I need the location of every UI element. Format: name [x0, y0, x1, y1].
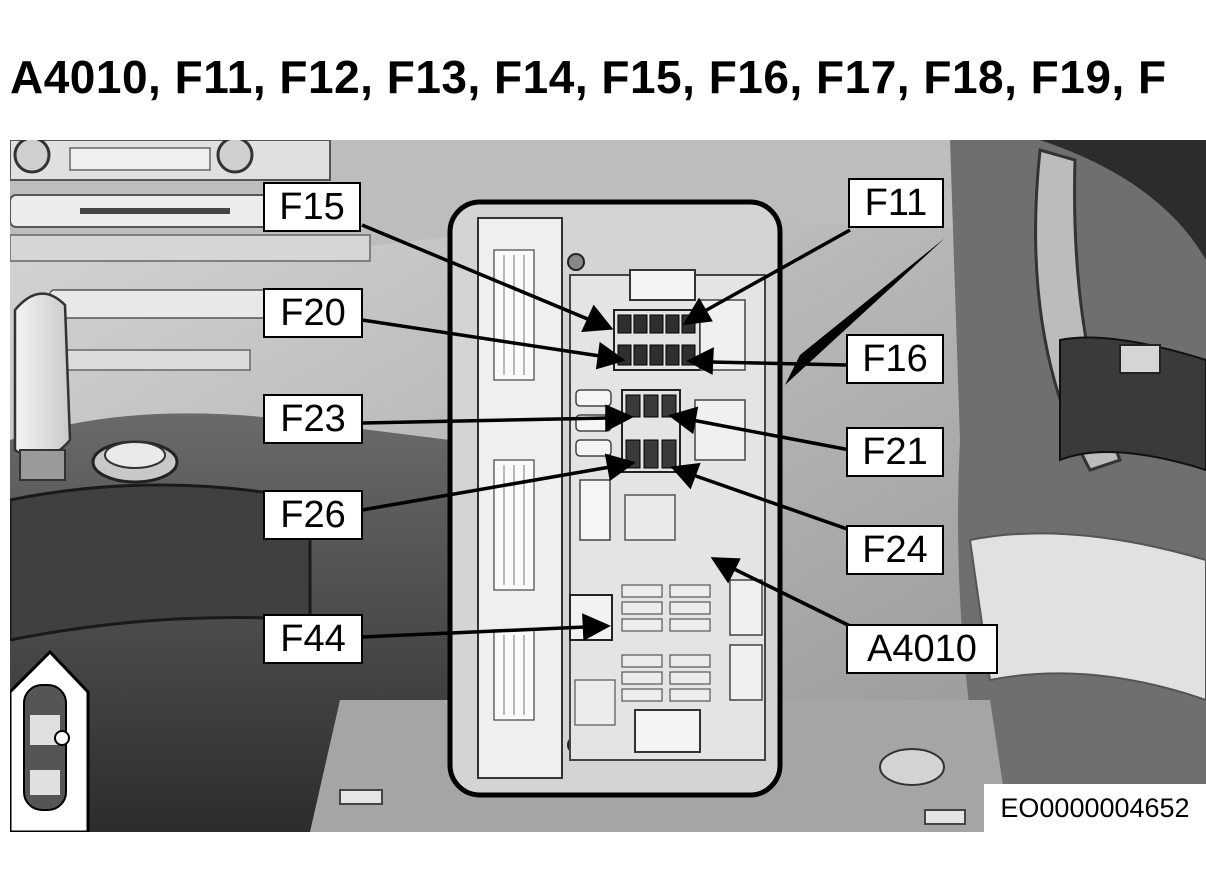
- arrow-f23-head: [605, 404, 635, 432]
- window-switch: [1119, 344, 1161, 374]
- climate-buttons: [69, 147, 211, 171]
- label-f15: F15: [263, 182, 361, 232]
- center-plate: [624, 494, 676, 541]
- location-marker-icon: [54, 730, 70, 746]
- fuse-block-middle: [621, 389, 681, 473]
- fuse-row-second: [617, 344, 696, 366]
- arrow-f20: [361, 318, 601, 358]
- diagram-title: A4010, F11, F12, F13, F14, F15, F16, F17…: [10, 51, 1167, 103]
- label-f24: F24: [846, 525, 944, 575]
- trim-wedge: [785, 238, 945, 385]
- arrow-f15-head: [581, 304, 614, 332]
- label-f23: F23: [263, 394, 363, 444]
- button-row: [10, 234, 371, 262]
- arrow-f20-head: [595, 341, 626, 370]
- steering-column: [1034, 148, 1123, 472]
- fuse-panel-bottom-clip: [634, 709, 701, 753]
- arrow-f16: [709, 360, 847, 367]
- label-f26: F26: [263, 490, 363, 540]
- door-pocket: [968, 532, 1206, 702]
- climate-knob-right: [216, 140, 254, 174]
- gear-base: [19, 449, 66, 481]
- arrow-a4010: [731, 566, 851, 628]
- floor-clip-right: [924, 809, 966, 825]
- arrow-f23: [361, 416, 609, 425]
- arrow-f44: [361, 625, 586, 639]
- label-f16: F16: [846, 334, 944, 384]
- arrow-f15: [361, 223, 591, 322]
- fuse-panel-top-clip: [629, 269, 696, 301]
- arrow-f44-head: [582, 613, 611, 641]
- arrow-f11-head: [682, 297, 713, 326]
- label-f11: F11: [848, 178, 944, 228]
- reference-code: EO0000004652: [984, 784, 1206, 832]
- label-f20: F20: [263, 288, 363, 338]
- cd-slot: [80, 208, 230, 214]
- floor-clip-left: [339, 789, 383, 805]
- label-f21: F21: [846, 427, 944, 477]
- interior-drawing: [10, 140, 1206, 832]
- gear-selector: [13, 292, 72, 460]
- arrow-f21: [691, 418, 851, 452]
- pin-lines: [503, 255, 525, 715]
- arrow-f24-head: [670, 462, 701, 490]
- climate-knob-left: [13, 140, 51, 174]
- mount-screw-top: [567, 253, 585, 271]
- fuse-row-middle: [625, 394, 677, 469]
- arrow-f24: [692, 473, 851, 532]
- door-armrest: [1059, 336, 1206, 472]
- arrow-f26: [361, 465, 611, 512]
- fuse-grid-lower: [574, 584, 711, 726]
- car-rear-window: [30, 770, 60, 795]
- floor-grommet: [879, 748, 945, 786]
- arrow-a4010-head: [710, 557, 741, 584]
- label-a4010: A4010: [846, 624, 998, 674]
- label-f44: F44: [263, 614, 363, 664]
- arrow-f16-head: [686, 347, 714, 375]
- door-top: [1040, 140, 1206, 260]
- arrow-f11: [702, 228, 851, 314]
- arrow-f21-head: [668, 406, 699, 435]
- callout-arrows: [361, 223, 851, 641]
- interior-illustration: [10, 140, 1206, 832]
- arrow-f26-head: [604, 453, 636, 482]
- trim-strip: [49, 349, 251, 371]
